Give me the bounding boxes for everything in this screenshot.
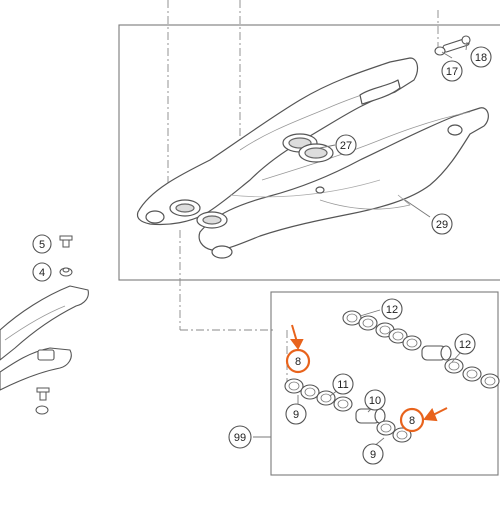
- label-27: 27: [340, 140, 352, 152]
- axle-bolt: [434, 35, 471, 56]
- highlight-arrows: [290, 324, 448, 422]
- callout-4: [32, 262, 52, 282]
- label-8-left: 8: [295, 356, 301, 368]
- callout-11: [332, 373, 354, 395]
- bearing-detail-frame: [270, 291, 499, 476]
- label-10: 10: [369, 395, 381, 407]
- label-5: 5: [39, 239, 45, 251]
- label-29: 29: [436, 219, 448, 231]
- callout-12-right: [454, 333, 476, 355]
- screws: [35, 235, 73, 415]
- callout-labels: 5 4 17 18 27 29 12 12 11 10 9 9 99 8 8: [39, 52, 487, 461]
- callout-99: [228, 425, 252, 449]
- bearing-set-upper: [342, 310, 500, 389]
- swingarm: [136, 57, 489, 259]
- label-12-top: 12: [386, 304, 398, 316]
- callout-29: [431, 213, 453, 235]
- label-18: 18: [475, 52, 487, 64]
- label-9-left: 9: [293, 409, 299, 421]
- label-12-right: 12: [459, 339, 471, 351]
- label-99: 99: [234, 432, 246, 444]
- callout-9-left: [285, 403, 307, 425]
- label-17: 17: [446, 66, 458, 78]
- callout-5: [32, 234, 52, 254]
- label-9-bottom: 9: [370, 449, 376, 461]
- callout-circles: [32, 46, 492, 465]
- label-11: 11: [337, 379, 348, 391]
- callout-9-bottom: [362, 443, 384, 465]
- callout-8-left: [285, 348, 311, 374]
- callout-8-right: [399, 407, 425, 433]
- swingarm-frame: [118, 24, 500, 281]
- callout-10: [364, 389, 386, 411]
- callout-18: [470, 46, 492, 68]
- callout-12-top: [381, 298, 403, 320]
- label-4: 4: [39, 267, 45, 279]
- label-8-right: 8: [409, 415, 415, 427]
- highlight-circles: [285, 348, 425, 433]
- callout-27: [335, 134, 357, 156]
- callout-17: [441, 60, 463, 82]
- chain-slider: [0, 285, 89, 391]
